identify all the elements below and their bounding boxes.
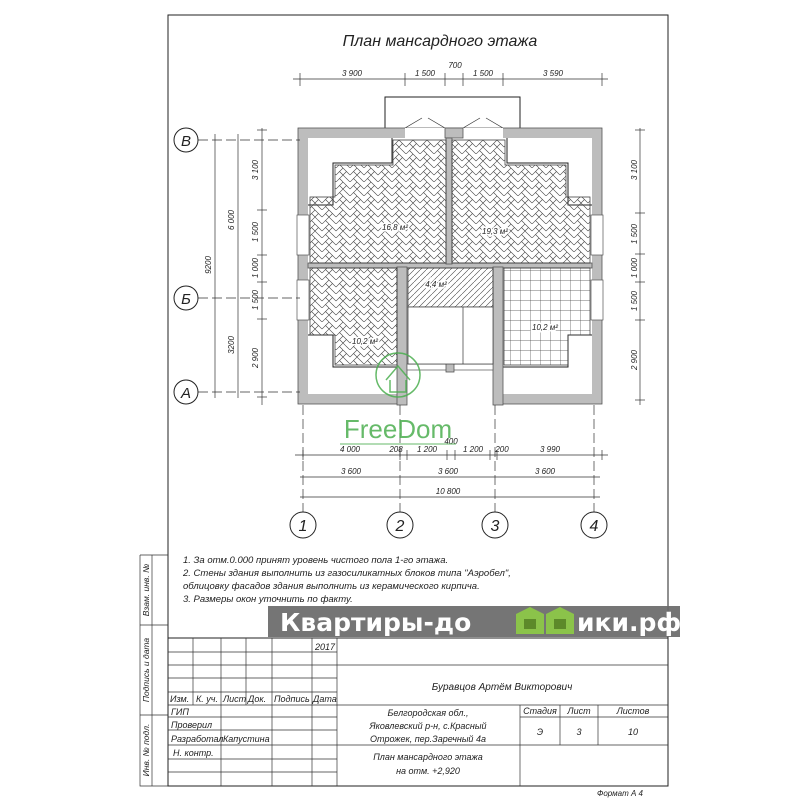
svg-text:3 600: 3 600 (535, 467, 556, 476)
svg-text:1 500: 1 500 (630, 223, 639, 244)
svg-text:1 000: 1 000 (251, 257, 260, 278)
svg-text:3200: 3200 (227, 336, 236, 354)
svg-text:3 100: 3 100 (630, 159, 639, 180)
svg-text:4 000: 4 000 (340, 445, 361, 454)
svg-text:Дата: Дата (312, 694, 337, 704)
svg-text:2 900: 2 900 (251, 347, 260, 369)
svg-text:1 000: 1 000 (630, 257, 639, 278)
room-bedroom-3 (309, 267, 398, 366)
svg-text:Подпись: Подпись (274, 694, 310, 704)
axis-label: А (180, 385, 191, 402)
svg-text:Яковлевский р-н, с.Красный: Яковлевский р-н, с.Красный (369, 721, 487, 731)
svg-text:3: 3 (576, 727, 581, 737)
side-stamp: Взам. инв. № Подпись и дата Инв. № подл. (139, 554, 168, 787)
svg-text:Э: Э (537, 727, 543, 737)
svg-text:1 500: 1 500 (251, 289, 260, 310)
svg-text:на отм. +2,920: на отм. +2,920 (396, 766, 460, 776)
svg-text:1 500: 1 500 (415, 69, 436, 78)
svg-text:Лист: Лист (222, 694, 247, 704)
axis-label: 3 (491, 518, 500, 535)
svg-text:1 500: 1 500 (473, 69, 494, 78)
svg-text:3 590: 3 590 (543, 69, 564, 78)
svg-text:2 900: 2 900 (630, 349, 639, 371)
svg-text:Разработал: Разработал (171, 734, 223, 744)
top-dimensions: 3 900 1 500 700 1 500 3 590 (293, 61, 608, 86)
room-area-label: 4,4 м² (425, 280, 447, 289)
svg-text:План мансардного этажа: План мансардного этажа (373, 752, 483, 762)
axis-label: 2 (395, 518, 405, 535)
svg-text:Н. контр.: Н. контр. (173, 748, 214, 758)
svg-text:208: 208 (388, 445, 403, 454)
svg-text:1 500: 1 500 (630, 290, 639, 311)
room-bathroom (503, 267, 591, 366)
svg-text:К. уч.: К. уч. (196, 694, 218, 704)
title-block: 2017 Буравцов Артём Викторович Изм. К. у… (167, 637, 669, 798)
notes: 1. За отм.0.000 принят уровень чистого п… (182, 555, 511, 605)
room-area-label: 10,2 м² (352, 337, 378, 346)
svg-text:3. Размеры окон уточнить по фа: 3. Размеры окон уточнить по факту. (183, 594, 353, 605)
svg-text:Изм.: Изм. (170, 694, 189, 704)
svg-text:1. За отм.0.000 принят уровень: 1. За отм.0.000 принят уровень чистого п… (183, 555, 448, 566)
axis-label: В (181, 133, 191, 150)
svg-text:Лист: Лист (566, 706, 591, 716)
svg-text:Подпись и дата: Подпись и дата (141, 638, 151, 703)
freedom-watermark: FreeDom (340, 352, 456, 445)
svg-text:3 990: 3 990 (540, 445, 561, 454)
site-watermark-banner: Квартиры-до ики.рф (268, 606, 681, 637)
svg-text:Взам. инв. №: Взам. инв. № (141, 564, 151, 617)
axis-label: 1 (299, 518, 308, 535)
svg-text:9200: 9200 (204, 256, 213, 274)
svg-text:200: 200 (494, 445, 509, 454)
svg-text:3 100: 3 100 (251, 159, 260, 180)
svg-text:Квартиры-до: Квартиры-до (280, 608, 471, 637)
svg-text:Формат А 4: Формат А 4 (597, 789, 644, 798)
bottom-axes: 4 000 208 1 200 400 1 200 200 3 990 3 60… (289, 405, 608, 539)
svg-text:1 500: 1 500 (251, 221, 260, 242)
svg-text:Стадия: Стадия (523, 706, 557, 716)
stair-opening (407, 306, 494, 365)
room-bedroom-1 (309, 139, 447, 264)
svg-text:Док.: Док. (247, 694, 266, 704)
axis-label: Б (181, 291, 191, 308)
svg-text:ГИП: ГИП (171, 707, 189, 717)
svg-text:2017: 2017 (314, 642, 336, 652)
room-bedroom-2 (451, 139, 591, 264)
svg-text:облицовку фасадов здания выпол: облицовку фасадов здания выполнить из ке… (183, 581, 480, 592)
svg-text:Листов: Листов (616, 706, 650, 716)
svg-text:10 800: 10 800 (436, 487, 461, 496)
svg-text:FreeDom: FreeDom (344, 414, 452, 444)
svg-text:400: 400 (444, 437, 458, 446)
house-icon (516, 607, 574, 634)
door-swings (404, 117, 504, 129)
right-dimensions: 3 100 1 500 1 000 1 500 2 900 (630, 128, 645, 405)
svg-text:1 200: 1 200 (463, 445, 484, 454)
drawing-title: План мансардного этажа (343, 33, 538, 50)
house-icon (385, 364, 411, 393)
left-axes: В Б А 9200 6 000 3200 3 100 1 500 1 000 … (173, 127, 300, 405)
room-hall (407, 267, 494, 308)
porch-outline (384, 96, 521, 128)
svg-text:2. Стены здания выполнить из г: 2. Стены здания выполнить из газосиликат… (182, 568, 511, 579)
svg-text:3 600: 3 600 (438, 467, 459, 476)
svg-text:Инв. № подл.: Инв. № подл. (141, 724, 151, 777)
svg-text:Белгородская обл.,: Белгородская обл., (388, 708, 469, 718)
author-name: Буравцов Артём Викторович (432, 682, 573, 693)
svg-text:3 600: 3 600 (341, 467, 362, 476)
svg-text:3 900: 3 900 (342, 69, 363, 78)
svg-text:Проверил: Проверил (171, 720, 212, 730)
svg-text:ики.рф: ики.рф (577, 608, 681, 637)
svg-text:10: 10 (628, 727, 638, 737)
axis-label: 4 (590, 518, 599, 535)
room-area-label: 19,3 м² (482, 227, 508, 236)
room-area-label: 16,8 м² (382, 223, 408, 232)
svg-text:1 200: 1 200 (417, 445, 438, 454)
room-area-label: 10,2 м² (532, 323, 558, 332)
svg-text:700: 700 (448, 61, 462, 70)
svg-text:Отрожек, пер.Заречный 4а: Отрожек, пер.Заречный 4а (370, 734, 486, 744)
svg-text:6 000: 6 000 (227, 209, 236, 230)
svg-text:Капустина: Капустина (223, 734, 270, 744)
